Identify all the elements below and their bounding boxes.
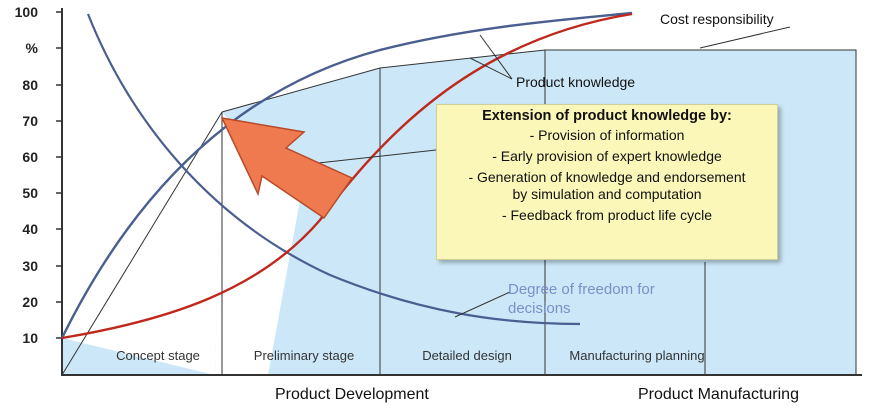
y-axis-unit: % <box>25 40 38 56</box>
extension-note-item: - Generation of knowledge and endorsemen… <box>468 169 746 202</box>
phase-label-development: Product Development <box>275 386 429 403</box>
y-tick-label: 60 <box>22 149 38 165</box>
freedom-curve <box>86 13 581 326</box>
y-axis-ticks <box>56 11 62 339</box>
knowledge-upper-edge <box>221 49 857 375</box>
cost-responsibility-label: Cost responsibility <box>660 11 774 27</box>
y-tick-label: 30 <box>22 258 38 274</box>
y-tick-label: 40 <box>22 221 38 237</box>
stage-label-manufacturing: Manufacturing planning <box>569 348 705 363</box>
product-knowledge-curve <box>61 12 633 340</box>
y-tick-label: 20 <box>22 294 38 310</box>
y-tick-label: 70 <box>22 113 38 129</box>
stage-label-detailed: Detailed design <box>422 348 512 363</box>
leader-extension <box>299 149 437 166</box>
extension-note-title: Extension of product knowledge by: <box>482 108 732 124</box>
stage-label-concept: Concept stage <box>116 348 200 363</box>
knowledge-diagonal <box>61 111 223 376</box>
cost-responsibility-curve <box>60 11 633 339</box>
y-tick-label: 80 <box>22 77 38 93</box>
leader-knowledge <box>469 57 513 80</box>
extension-note: Extension of product knowledge by: - Pro… <box>436 104 778 260</box>
product-knowledge-label: Product knowledge <box>516 74 636 90</box>
extension-note-item: - Feedback from product life cycle <box>501 207 713 223</box>
knowledge-arrow <box>220 117 354 220</box>
leader-knowledge <box>479 34 513 80</box>
stage-label-preliminary: Preliminary stage <box>253 348 355 363</box>
y-tick-label: 50 <box>22 185 38 201</box>
extension-note-item: - Early provision of expert knowledge <box>492 148 722 164</box>
extension-note-item: - Provision of information <box>529 127 685 143</box>
degree-of-freedom-label: Degree of freedom for decisions <box>508 281 655 317</box>
leader-cost <box>699 26 791 49</box>
leader-freedom <box>454 291 511 318</box>
y-tick-label: 10 <box>22 330 38 346</box>
phase-label-manufacturing: Product Manufacturing <box>638 386 799 403</box>
y-tick-label: 100 <box>14 4 38 20</box>
